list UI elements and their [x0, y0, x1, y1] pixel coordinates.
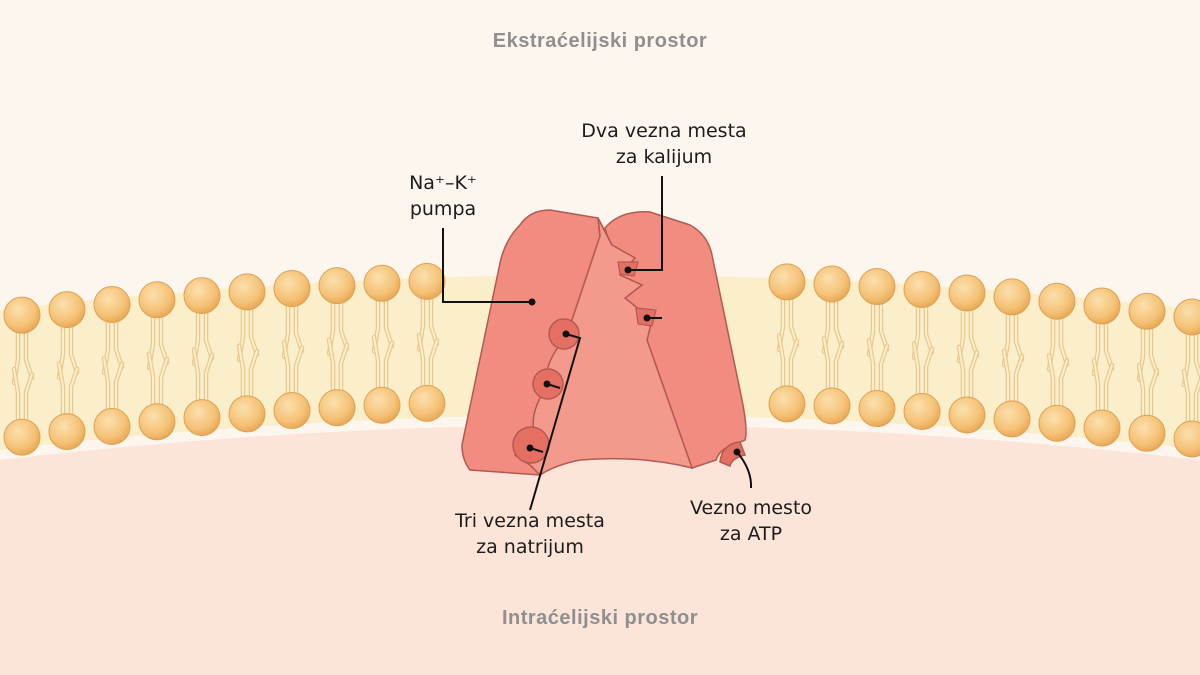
- inner-phospholipid: [903, 341, 941, 431]
- inner-phospholipid: [273, 340, 311, 430]
- sodium-sites-label: Tri vezna mesta za natrijum: [438, 508, 622, 560]
- inner-phospholipid: [408, 333, 446, 422]
- potassium-dot-2: [643, 314, 651, 322]
- inner-phospholipid: [1083, 357, 1121, 447]
- atp-dot: [733, 448, 741, 456]
- sodium-dot-2: [543, 380, 551, 388]
- inner-phospholipid: [768, 333, 806, 423]
- sodium-label-line2: za natrijum: [476, 536, 584, 558]
- inner-phospholipid: [1038, 352, 1076, 442]
- pump-dark-edge: [597, 217, 613, 246]
- potassium-label-line1: Dva vezna mesta: [581, 120, 747, 142]
- potassium-sites-label: Dva vezna mesta za kalijum: [572, 118, 756, 170]
- sodium-dot-3: [526, 444, 534, 452]
- atp-label-line1: Vezno mesto: [689, 497, 813, 519]
- intracellular-region: [0, 425, 1200, 675]
- outer-phospholipid: [903, 271, 941, 360]
- sodium-dot-1: [562, 330, 570, 338]
- inner-phospholipid: [858, 338, 896, 428]
- inner-phospholipid: [3, 366, 41, 456]
- pump-label: Na⁺–K⁺ pumpa: [385, 170, 501, 222]
- extracellular-title: Ekstraćelijski prostor: [492, 30, 708, 52]
- pump-leader: [442, 228, 532, 303]
- pump-label-line1: Na⁺–K⁺: [409, 172, 477, 194]
- inner-phospholipid: [813, 335, 851, 425]
- atp-leader: [736, 451, 753, 489]
- potassium-leader: [628, 176, 663, 271]
- inner-phospholipid: [183, 347, 221, 437]
- outer-phospholipid: [228, 273, 266, 363]
- leader-lines: [442, 176, 753, 511]
- atp-label-line2: za ATP: [719, 523, 783, 545]
- inner-phospholipid: [48, 361, 86, 451]
- inner-phospholipid: [1128, 362, 1166, 452]
- inner-phospholipid: [93, 356, 131, 445]
- outer-phospholipid: [948, 274, 986, 364]
- potassium-dot-1: [624, 266, 632, 274]
- sodium-potassium-pump: [461, 209, 747, 476]
- inner-phospholipid: [948, 344, 986, 434]
- pump-label-line2: pumpa: [409, 198, 477, 220]
- pump-leader-dot: [528, 298, 536, 306]
- inner-phospholipid: [138, 351, 176, 441]
- pump-right-subunit: [604, 211, 747, 469]
- inner-phospholipid: [228, 343, 266, 433]
- outer-phospholipid: [138, 281, 176, 371]
- inner-phospholipid: [318, 337, 356, 427]
- inner-phospholipid: [993, 348, 1031, 438]
- outer-phospholipid: [408, 262, 446, 352]
- atp-site-label: Vezno mesto za ATP: [672, 495, 830, 547]
- potassium-label-line2: za kalijum: [615, 146, 713, 168]
- sodium-label-line1: Tri vezna mesta: [455, 510, 605, 532]
- atp-binding-site: [719, 441, 747, 468]
- phospholipid-bilayer: [3, 262, 1200, 458]
- sodium-leader: [529, 333, 582, 511]
- intracellular-title: Intraćelijski prostor: [501, 607, 699, 629]
- inner-phospholipid: [363, 335, 401, 424]
- inner-phospholipid: [1173, 368, 1200, 458]
